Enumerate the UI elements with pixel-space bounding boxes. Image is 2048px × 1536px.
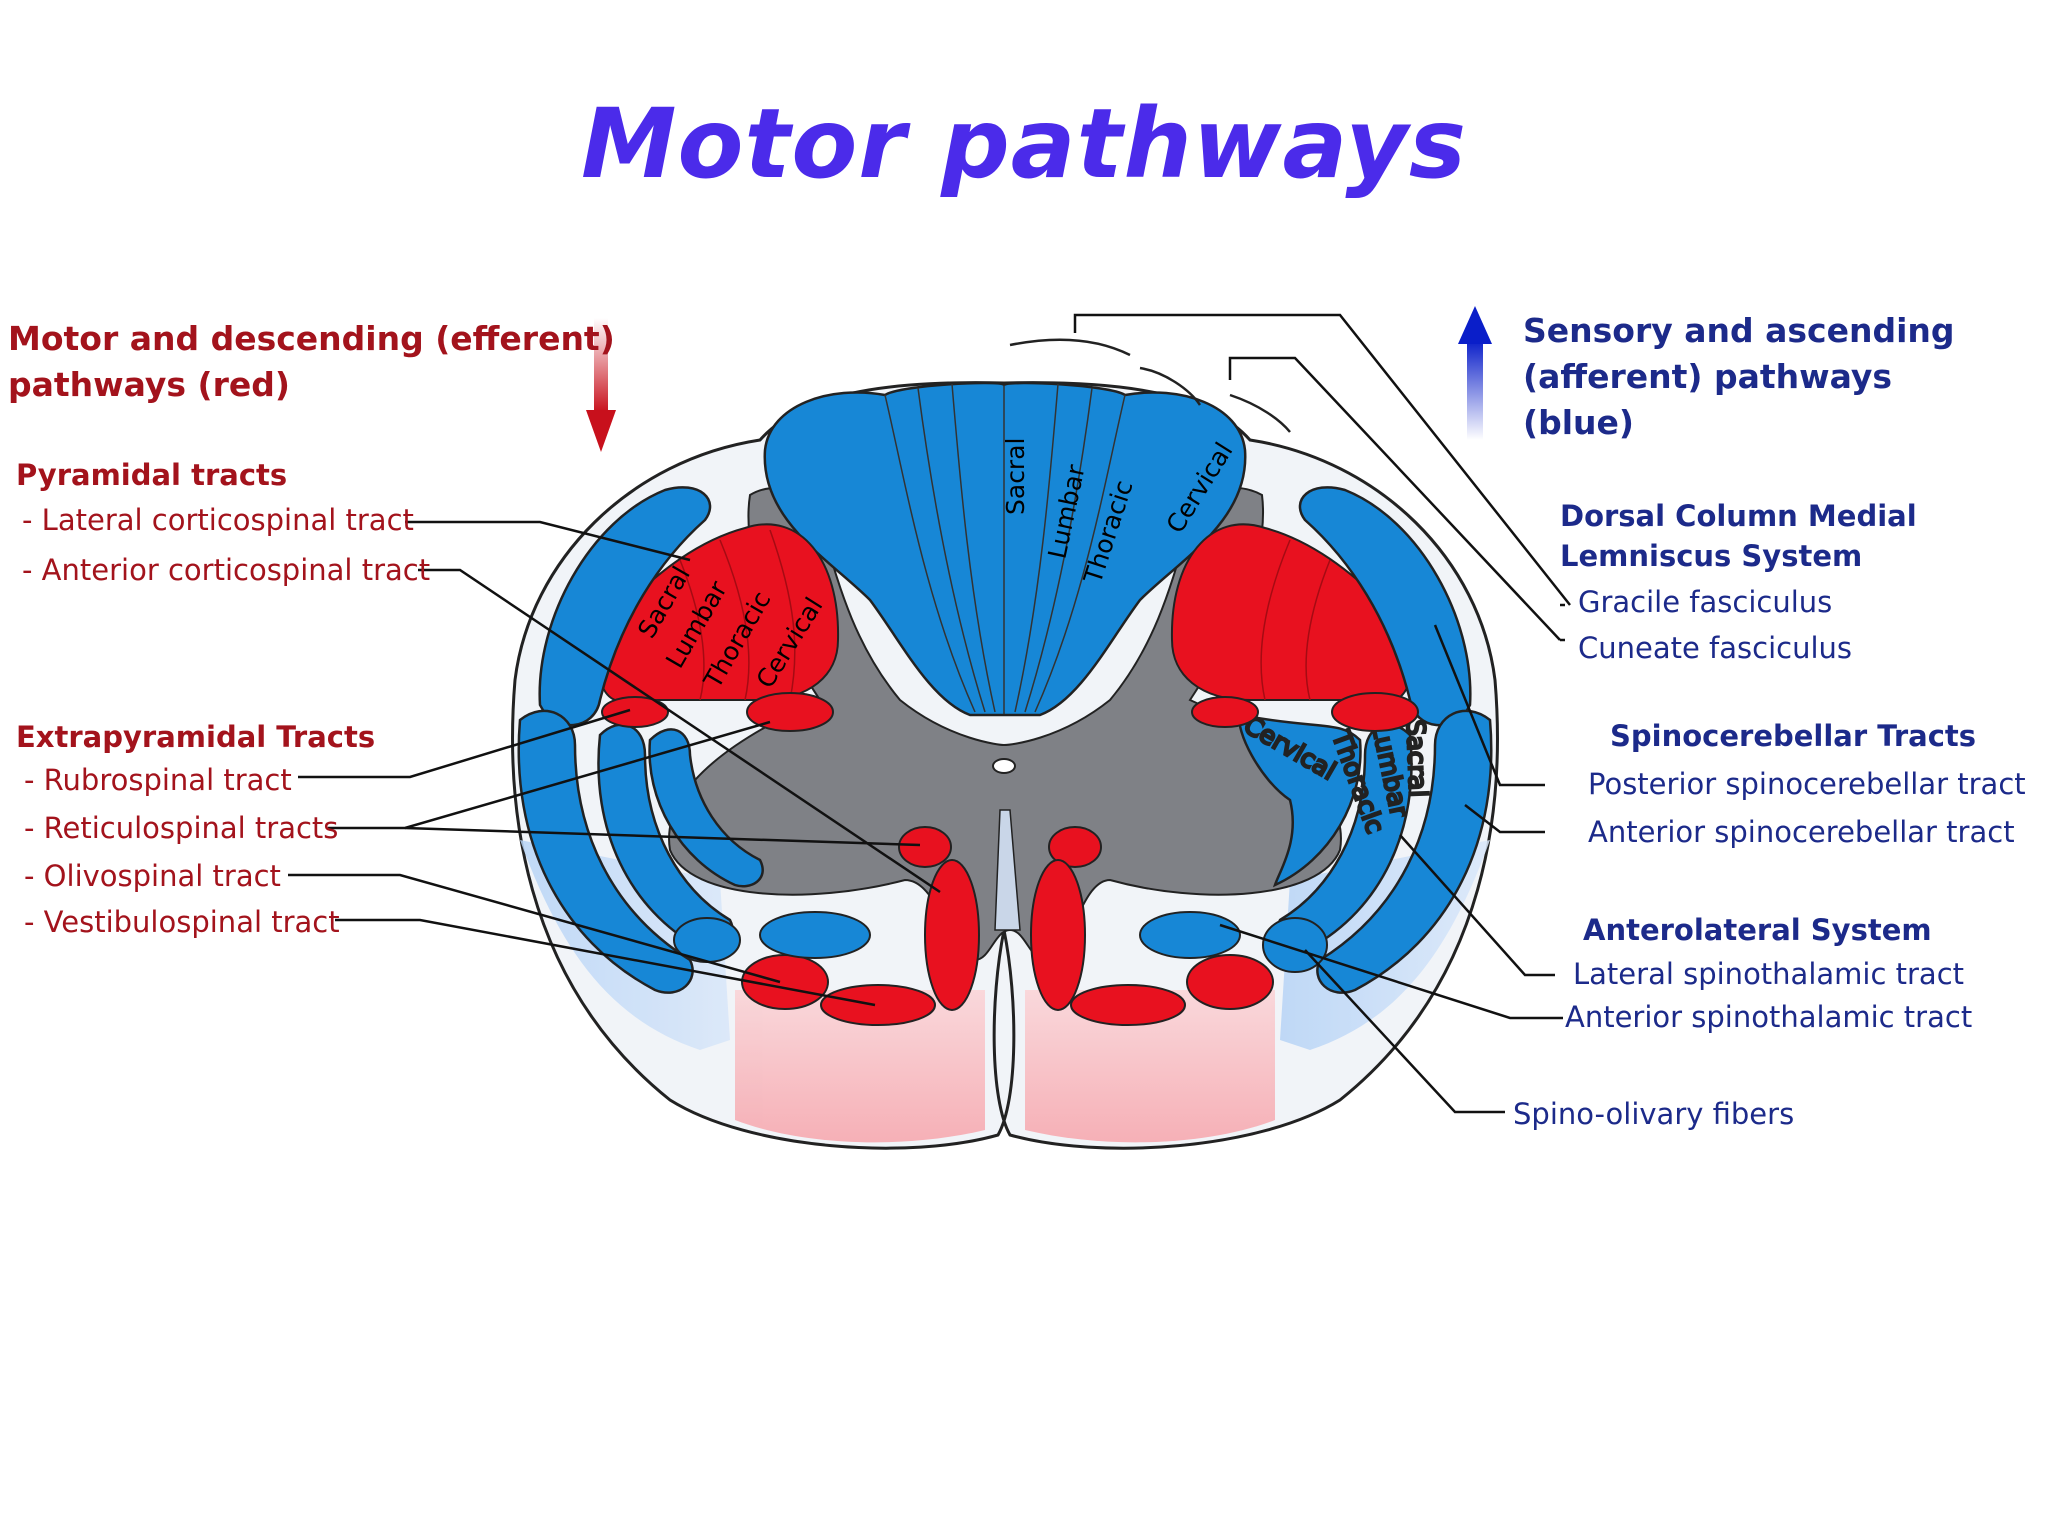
spino-olivary-label: Spino-olivary fibers — [1513, 1097, 1795, 1131]
right-sacral-label: Sacral — [1401, 719, 1433, 797]
spinocerebellar-title: Spinocerebellar Tracts — [1610, 719, 1977, 753]
left-lateral-corticospinal: Sacral Lumbar Thoracic Cervical — [597, 523, 840, 701]
red-extrapyramidal-tracts — [601, 692, 1419, 1026]
page-title: Motor pathways — [580, 88, 1468, 200]
cuneate-fasciculus-label: Cuneate fasciculus — [1578, 631, 1853, 665]
sensory-heading-line2: (afferent) pathways — [1523, 357, 1893, 396]
motor-heading-line1: Motor and descending (efferent) — [8, 319, 615, 358]
sensory-heading-line1: Sensory and ascending — [1523, 311, 1955, 350]
central-canal — [992, 758, 1016, 774]
extrapyramidal-title: Extrapyramidal Tracts — [16, 720, 376, 754]
motor-heading-line2: pathways (red) — [8, 365, 290, 404]
rubrospinal-label: - Rubrospinal tract — [24, 763, 292, 797]
dorsal-sacral-label: Sacral — [1001, 438, 1030, 515]
sensory-heading-line3: (blue) — [1523, 403, 1634, 442]
right-lateral-corticospinal — [1170, 523, 1413, 701]
leader-lines — [288, 313, 1571, 1114]
lateral-spinothalamic-label: Lateral spinothalamic tract — [1573, 957, 1965, 991]
right-spinocerebellar-bands: Cervical Thoracic Lumbar Sacral — [1238, 486, 1493, 994]
blue-anterolateral-tracts — [673, 911, 1328, 973]
pyramidal-title: Pyramidal tracts — [16, 458, 288, 492]
ascending-arrow-icon — [1458, 306, 1492, 440]
anterior-spinothalamic-label: Anterior spinothalamic tract — [1565, 1000, 1973, 1034]
lateral-corticospinal-label: - Lateral corticospinal tract — [22, 503, 414, 537]
descending-arrow-icon — [586, 318, 616, 452]
dcml-title-line2: Lemniscus System — [1560, 539, 1863, 573]
gracile-fasciculus-label: Gracile fasciculus — [1578, 585, 1833, 619]
vestibulospinal-label: - Vestibulospinal tract — [24, 905, 340, 939]
olivospinal-label: - Olivospinal tract — [24, 859, 281, 893]
anterior-corticospinal-label: - Anterior corticospinal tract — [22, 553, 431, 587]
dorsal-columns: Sacral Lumbar Thoracic Cervical — [763, 381, 1247, 717]
anterior-spinocerebellar-label: Anterior spinocerebellar tract — [1588, 815, 2015, 849]
dcml-title-line1: Dorsal Column Medial — [1560, 499, 1917, 533]
reticulospinal-label: - Reticulospinal tracts — [24, 811, 339, 845]
posterior-spinocerebellar-label: Posterior spinocerebellar tract — [1588, 767, 2026, 801]
anterolateral-title: Anterolateral System — [1583, 913, 1932, 947]
